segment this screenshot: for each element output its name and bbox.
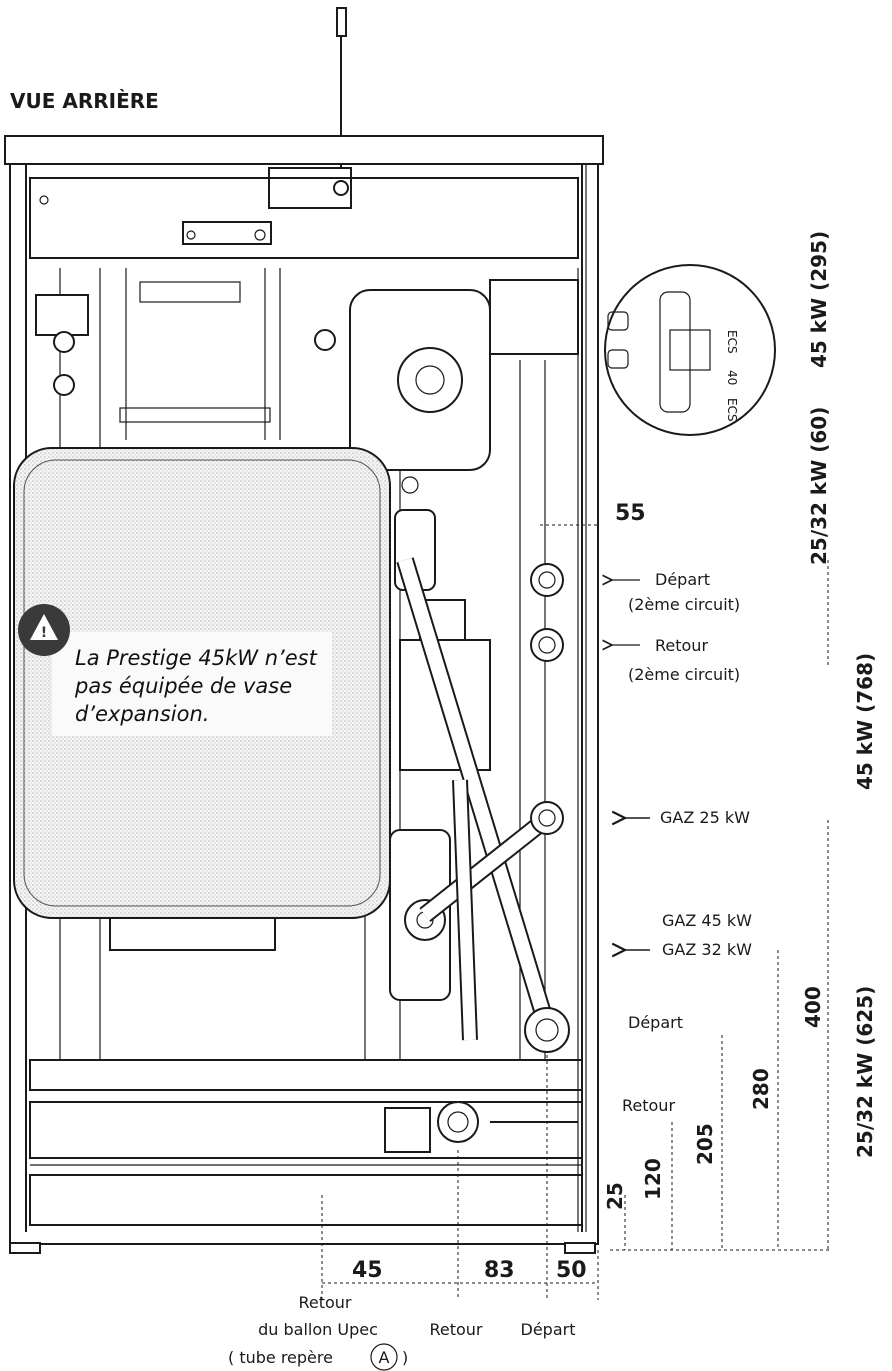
boiler-casing — [4, 135, 604, 1245]
fitting-depart — [524, 1007, 570, 1053]
fitting-retour-2 — [530, 628, 564, 662]
dim-45-horizontal: 45 — [352, 1258, 383, 1283]
dim-120: 120 — [641, 1158, 665, 1200]
inset-ecs-bottom: ECS — [725, 398, 739, 422]
label-depart: Départ — [628, 1013, 683, 1032]
page-title: VUE ARRIÈRE — [10, 89, 159, 113]
label-retour-ballon-3: ( tube repère — [228, 1348, 333, 1367]
connection-fittings — [384, 563, 578, 1153]
label-retour-2: Retour — [655, 636, 708, 655]
dim-280: 280 — [749, 1068, 773, 1110]
inset-40: 40 — [725, 370, 739, 385]
dim-25-32-625: 25/32 kW (625) — [853, 986, 877, 1158]
label-gaz-32: GAZ 32 kW — [662, 940, 752, 959]
warning-line-3: d’expansion. — [75, 702, 209, 726]
fitting-retour — [437, 1101, 479, 1143]
dim-83-horizontal: 83 — [484, 1258, 515, 1283]
left-valves — [35, 294, 89, 396]
inset-detail: ECS 40 ECS — [604, 264, 776, 436]
label-retour-ballon-2: du ballon Upec — [258, 1320, 378, 1339]
pump-assembly — [314, 289, 491, 1001]
dim-45-295: 45 kW (295) — [807, 231, 831, 368]
label-depart-2-sub: (2ème circuit) — [628, 595, 740, 614]
label-retour-2-sub: (2ème circuit) — [628, 665, 740, 684]
label-retour-ballon-mark: A — [379, 1348, 390, 1367]
warning-note: ! La Prestige 45kW n’est pas équipée de … — [18, 604, 318, 726]
bottom-labels: Retour du ballon Upec ( tube repère A ) … — [228, 1293, 576, 1371]
label-depart-2: Départ — [655, 570, 710, 589]
casing-feet — [9, 1242, 596, 1254]
label-gaz-45: GAZ 45 kW — [662, 911, 752, 930]
marker-a-circle — [370, 1343, 398, 1371]
horizontal-dimensions: 45 83 50 — [321, 1055, 599, 1300]
fitting-depart-2 — [530, 563, 564, 597]
dim-50-horizontal: 50 — [556, 1258, 587, 1283]
top-probe — [268, 7, 352, 209]
inset-ecs-top: ECS — [725, 330, 739, 354]
dim-25-32-60: 25/32 kW (60) — [807, 407, 831, 565]
fitting-retour-ballon — [384, 1107, 431, 1153]
vertical-dimension-lines — [540, 524, 830, 1251]
fitting-gaz-25 — [530, 801, 564, 835]
dim-400: 400 — [801, 986, 825, 1028]
label-gaz-25: GAZ 25 kW — [660, 808, 750, 827]
label-retour: Retour — [622, 1096, 675, 1115]
label-bottom-retour: Retour — [429, 1320, 482, 1339]
vertical-dimension-labels: 55 25 120 205 280 400 25/32 kW (625) 45 … — [603, 231, 877, 1210]
svg-text:!: ! — [41, 625, 47, 641]
diagonal-pipes — [396, 557, 554, 1041]
expansion-vessel — [13, 447, 391, 951]
dim-55: 55 — [615, 501, 646, 526]
connection-labels: Départ (2ème circuit) Retour (2ème circu… — [612, 570, 752, 1115]
label-retour-ballon-4: ) — [402, 1348, 408, 1367]
label-bottom-depart: Départ — [521, 1320, 576, 1339]
warning-line-1: La Prestige 45kW n’est — [75, 646, 318, 670]
dim-45-768: 45 kW (768) — [853, 653, 877, 790]
dim-25: 25 — [603, 1182, 627, 1210]
label-retour-ballon-1: Retour — [298, 1293, 351, 1312]
dim-205: 205 — [693, 1123, 717, 1165]
warning-line-2: pas équipée de vase — [74, 674, 292, 698]
